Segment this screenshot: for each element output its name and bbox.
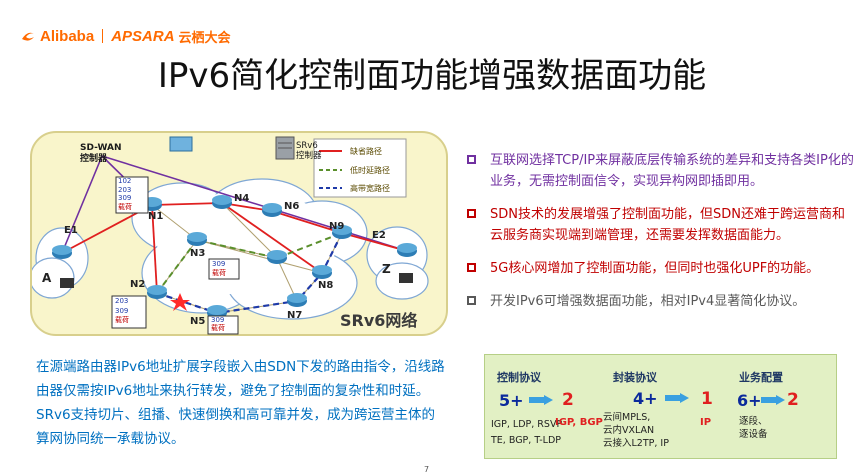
control-to-count: 2 — [562, 390, 574, 410]
legend-low-latency-label: 低时延路径 — [350, 166, 390, 175]
slide-title: IPv6简化控制面功能增强数据面功能 — [157, 56, 707, 96]
network-label: SRv6网络 — [340, 311, 418, 330]
node-label-n8: N8 — [318, 280, 334, 291]
node-label-n5: N5 — [190, 316, 206, 327]
protocol-summary-box: 控制协议 封装协议 业务配置 5+ 2 4+ 1 6+ 2 IGP, LDP, … — [484, 354, 837, 459]
host-a-icon — [60, 278, 74, 288]
packet-stack-1-labels: 102 203 309 载荷 — [118, 177, 132, 211]
network-diagram-svg — [32, 136, 429, 335]
packet-stack-4-labels: 309 载荷 — [211, 316, 225, 332]
control-protocol-title: 控制协议 — [497, 371, 541, 384]
control-protocol-result: IGP, BGP — [555, 417, 603, 428]
srv6-controller-icon — [275, 136, 295, 160]
packet-stack-3 — [208, 258, 240, 280]
control-arrow-icon — [529, 395, 553, 405]
node-label-n4: N4 — [234, 193, 250, 204]
bullet-item: 5G核心网增加了控制面功能，但同时也强化UPF的功能。 — [467, 258, 857, 279]
node-label-a: A — [42, 271, 52, 285]
node-label-e1: E1 — [64, 225, 78, 236]
page-number: 7 — [424, 465, 430, 474]
encap-arrow-icon — [665, 393, 689, 403]
logo-divider — [102, 29, 104, 43]
bullet-list: 互联网选择TCP/IP来屏蔽底层传输系统的差异和支持各类IP化的业务，无需控制面… — [467, 150, 857, 324]
alibaba-apsara-logo: Alibaba APSARA 云栖大会 — [20, 26, 231, 46]
encap-protocol-title: 封装协议 — [613, 371, 657, 384]
node-label-n1: N1 — [148, 211, 164, 222]
bullet-square-icon — [467, 296, 476, 305]
node-label-n9: N9 — [329, 221, 345, 232]
bullet-square-icon — [467, 209, 476, 218]
encap-protocol-list: 云间MPLS, 云内VXLAN 云接入L2TP, IP — [603, 412, 669, 449]
brand-alibaba: Alibaba — [40, 27, 95, 45]
bullet-text: 5G核心网增加了控制面功能，但同时也强化UPF的功能。 — [490, 261, 820, 276]
sdwan-controller-label: SD-WAN 控制器 — [80, 143, 122, 164]
encap-protocol-result: IP — [700, 417, 712, 428]
control-from-count: 5+ — [499, 391, 524, 410]
alibaba-logo-icon — [22, 32, 34, 41]
brand-apsara: APSARA — [111, 27, 175, 45]
brand-cn: 云栖大会 — [178, 30, 231, 46]
legend-high-bw-label: 高带宽路径 — [350, 184, 390, 193]
service-config-title: 业务配置 — [739, 371, 783, 384]
bullet-item: 互联网选择TCP/IP来屏蔽底层传输系统的差异和支持各类IP化的业务，无需控制面… — [467, 150, 857, 192]
low-latency-path — [156, 232, 343, 294]
link-failure-icon — [170, 293, 190, 311]
bullet-square-icon — [467, 263, 476, 272]
node-label-n2: N2 — [130, 279, 146, 290]
description-paragraph: 在源端路由器IPv6地址扩展字段嵌入由SDN下发的路由指令，沿线路由器仅需按IP… — [36, 359, 445, 447]
control-protocol-list: IGP, LDP, RSVP TE, BGP, T-LDP — [491, 419, 563, 446]
node-label-z: Z — [382, 262, 391, 276]
sdwan-controller-icon — [169, 136, 193, 152]
node-label-n6: N6 — [284, 201, 300, 212]
node-label-n7: N7 — [287, 310, 303, 321]
node-label-n3: N3 — [190, 248, 206, 259]
legend-default-label: 缺省路径 — [350, 147, 382, 156]
bullet-item: 开发IPv6可增强数据面功能，相对IPv4显著简化协议。 — [467, 291, 857, 312]
service-from-count: 6+ — [737, 391, 762, 410]
encap-from-count: 4+ — [633, 389, 658, 408]
node-label-e2: E2 — [372, 230, 386, 241]
bullet-item: SDN技术的发展增强了控制面功能，但SDN还难于跨运营商和云服务商实现端到端管理… — [467, 204, 857, 246]
bullet-square-icon — [467, 155, 476, 164]
service-to-count: 2 — [787, 390, 799, 410]
packet-stack-4 — [207, 315, 239, 335]
packet-stack-1 — [115, 176, 149, 214]
packet-stack-2-labels: 203 309 载荷 — [115, 297, 129, 324]
bullet-text: 互联网选择TCP/IP来屏蔽底层传输系统的差异和支持各类IP化的业务，无需控制面… — [490, 153, 854, 189]
srv6-network-diagram: SD-WAN 控制器 SRv6 控制器 缺省路径 低时延路径 高带宽路径 N1 … — [30, 131, 448, 336]
packet-stack-2 — [111, 295, 147, 329]
bullet-text: SDN技术的发展增强了控制面功能，但SDN还难于跨运营商和云服务商实现端到端管理… — [490, 207, 845, 243]
service-config-list: 逐段、 逐设备 — [739, 416, 768, 440]
encap-to-count: 1 — [701, 389, 713, 409]
srv6-controller-label: SRv6 控制器 — [296, 141, 322, 161]
bullet-text: 开发IPv6可增强数据面功能，相对IPv4显著简化协议。 — [490, 294, 806, 309]
host-z-icon — [399, 273, 413, 283]
service-arrow-icon — [761, 395, 785, 405]
packet-stack-3-labels: 309 载荷 — [212, 260, 226, 277]
router-icons — [52, 195, 417, 319]
